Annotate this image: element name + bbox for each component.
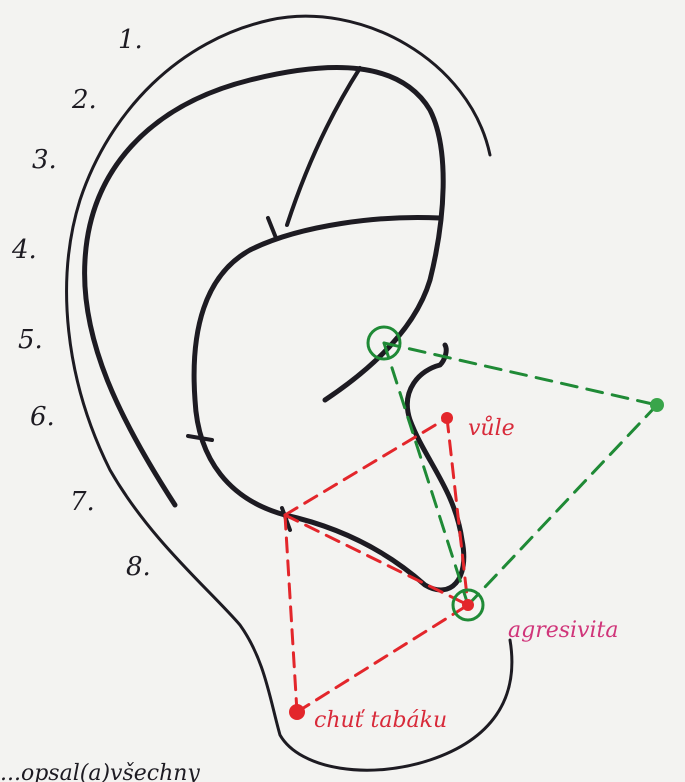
number-label-4: 4. [11,235,37,265]
outer-ear-outline [67,16,512,770]
green-dashed-links [384,343,657,605]
red-point-will [441,412,453,424]
will-label: vůle [468,414,515,441]
red-dashed-links [285,418,468,712]
number-label-6: 6. [30,402,55,432]
red-point-aggression [462,599,474,611]
number-label-1: 1. [118,25,143,55]
number-label-2: 2. [71,85,97,115]
number-label-3: 3. [32,145,57,175]
number-label-5: 5. [18,325,43,355]
number-label-7: 7. [70,487,95,517]
crus-line [287,68,360,225]
footer-note: ...opsal(a)všechny [0,761,200,782]
number-label-8: 8. [126,552,151,582]
aggression-label: agresivita [508,618,618,643]
antihelix-curve [85,68,444,505]
tobacco-label: chuť tabáku [314,708,447,733]
concha-line [194,217,464,589]
green-point-right [650,398,664,412]
tick-mark-middle [188,436,212,440]
red-point-tobacco [289,704,305,720]
tick-mark-upper [268,218,276,238]
